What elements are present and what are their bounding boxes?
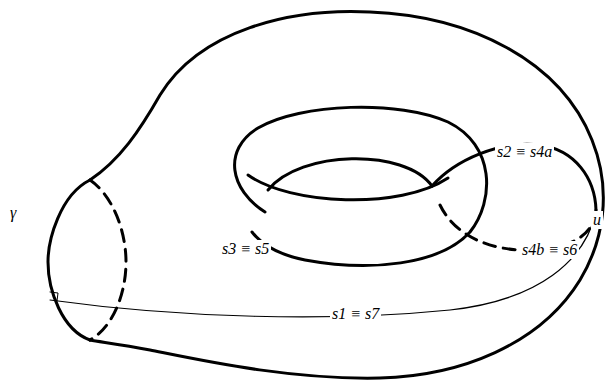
- hole-rim: [235, 107, 487, 265]
- boundary-back: [90, 180, 126, 340]
- curve-s1: [50, 212, 596, 317]
- curve-label: s1 ≡ s7: [330, 305, 381, 323]
- right-angle-mark: [50, 292, 58, 301]
- hole-upper-curve: [268, 159, 432, 190]
- curve-label: s4b ≡ s6: [520, 241, 579, 259]
- boundary-front: [48, 180, 90, 340]
- point-label: u: [591, 211, 603, 229]
- curve-label: s2 ≡ s4a: [495, 143, 554, 161]
- curve-label: s3 ≡ s5: [220, 240, 271, 258]
- surface-outline: [90, 12, 603, 379]
- boundary-label: γ: [8, 204, 18, 222]
